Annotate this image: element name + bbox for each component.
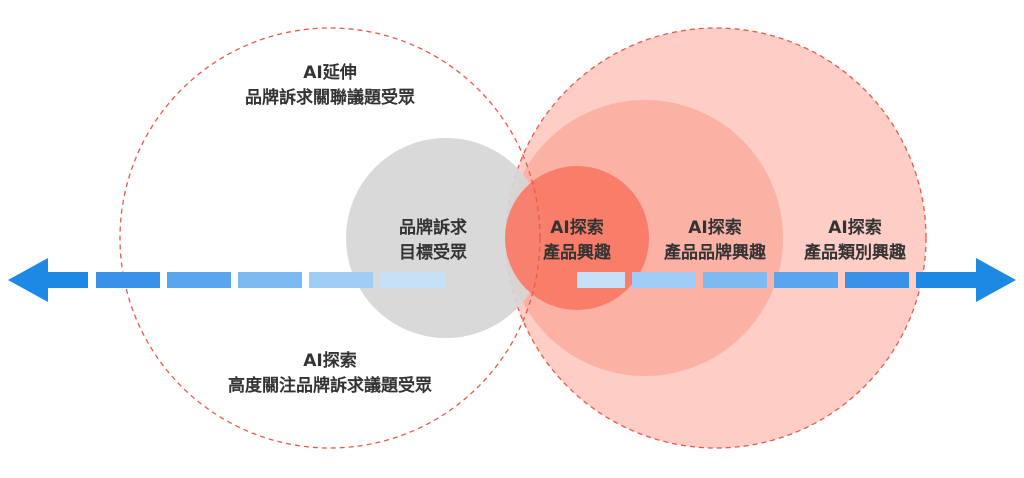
inner-red-circle: [505, 166, 649, 310]
label-product-category-interest: AI探索 產品類別興趣: [804, 217, 907, 263]
right-arrow-segment: [774, 272, 838, 288]
label-brand-target-line2: 目標受眾: [399, 242, 467, 263]
left-arrow-segment: [96, 272, 160, 288]
label-product-brand-interest-line1: AI探索: [688, 217, 741, 238]
arrow-right-icon: [916, 258, 1016, 302]
right-arrow-segment: [577, 272, 625, 288]
left-arrow-segment: [380, 272, 446, 288]
label-product-interest-line2: 產品興趣: [543, 242, 612, 263]
label-product-interest: AI探索 產品興趣: [543, 217, 612, 263]
left-arrow-segment: [238, 272, 302, 288]
label-product-category-interest-line2: 產品類別興趣: [804, 242, 907, 263]
label-ai-extend-line2: 品牌訴求關聯議題受眾: [245, 87, 415, 108]
left-arrow: [8, 258, 446, 302]
arrow-left-icon: [8, 258, 88, 302]
label-product-interest-line1: AI探索: [550, 217, 603, 238]
right-arrow-segment: [703, 272, 767, 288]
right-arrow-segment: [632, 272, 696, 288]
label-ai-extend: AI延伸 品牌訴求關聯議題受眾: [245, 62, 415, 108]
label-product-brand-interest-line2: 產品品牌興趣: [664, 242, 767, 263]
label-product-brand-interest: AI探索 產品品牌興趣: [664, 217, 767, 263]
label-ai-explore-high: AI探索 高度關注品牌訴求議題受眾: [228, 350, 432, 396]
left-arrow-segment: [309, 272, 373, 288]
left-dashed-circle: [119, 27, 541, 449]
label-brand-target: 品牌訴求 目標受眾: [399, 217, 467, 263]
right-arrow: [577, 258, 1016, 302]
label-ai-extend-line1: AI延伸: [303, 62, 356, 83]
label-brand-target-line1: 品牌訴求: [399, 217, 467, 238]
label-product-category-interest-line1: AI探索: [828, 217, 881, 238]
label-ai-explore-high-line2: 高度關注品牌訴求議題受眾: [228, 375, 432, 396]
right-arrow-segment: [845, 272, 909, 288]
label-ai-explore-high-line1: AI探索: [303, 350, 356, 371]
left-arrow-segment: [167, 272, 231, 288]
